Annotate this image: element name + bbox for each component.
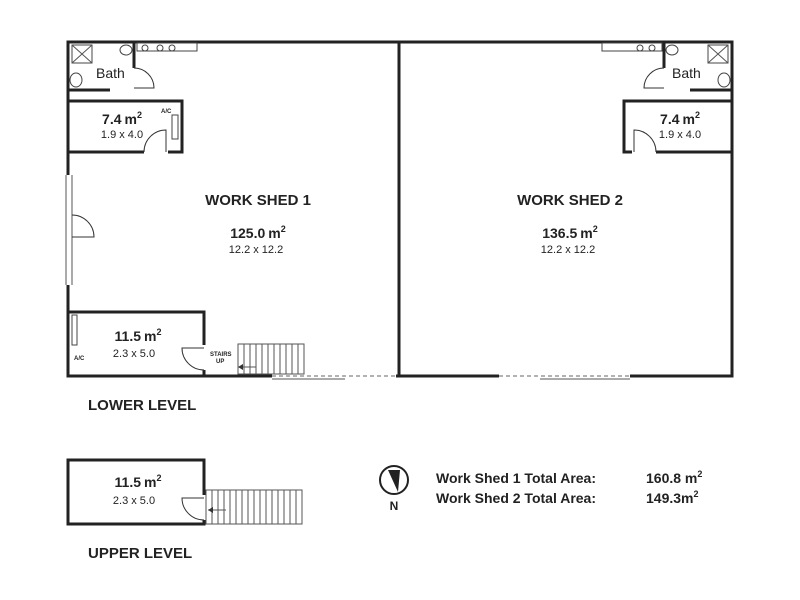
- north-arrow: N: [379, 465, 409, 513]
- shed1-bath-label: Bath: [96, 65, 125, 81]
- upper-level-label: UPPER LEVEL: [88, 545, 192, 562]
- sink-icon: [119, 44, 133, 56]
- stairs-lower: STAIRS UP: [210, 343, 305, 375]
- ac-label-top: A/C: [161, 109, 172, 115]
- stairs-upper: [205, 489, 303, 525]
- total-value-2: 149.3m2: [646, 489, 699, 506]
- side-door-arc: [71, 214, 95, 238]
- ac-label-bottom: A/C: [74, 356, 85, 362]
- shed1-title: WORK SHED 1: [205, 192, 311, 209]
- toilet-icon: [69, 72, 83, 88]
- stairs-label-line2: UP: [216, 359, 224, 365]
- shed2-bath-label: Bath: [672, 65, 701, 81]
- stairs-label-line1: STAIRS: [210, 352, 232, 358]
- ac-unit-icon: [71, 314, 78, 346]
- compass-label: N: [390, 499, 399, 513]
- shed2-bath: Bath: [643, 42, 732, 92]
- shed1-kitchenette: [136, 42, 198, 52]
- total-value-1: 160.8 m2: [646, 469, 702, 486]
- shed2-dims: 12.2 x 12.2: [541, 244, 595, 256]
- compass-icon: [379, 465, 409, 495]
- lower-level-label: LOWER LEVEL: [88, 397, 196, 414]
- shed1-office-bottom-dims: 2.3 x 5.0: [113, 348, 155, 360]
- toilet-icon: [717, 72, 731, 88]
- shed2-office-top-dims: 1.9 x 4.0: [659, 129, 701, 141]
- shed1-office-top-dims: 1.9 x 4.0: [101, 129, 143, 141]
- shed2-kitchenette: [601, 42, 663, 52]
- shed1-dims: 12.2 x 12.2: [229, 244, 283, 256]
- shed2-title: WORK SHED 2: [517, 192, 623, 209]
- sink-icon: [665, 44, 679, 56]
- total-label-2: Work Shed 2 Total Area:: [436, 490, 596, 506]
- total-label-1: Work Shed 1 Total Area:: [436, 470, 596, 486]
- totals-block: Work Shed 1 Total Area: 160.8 m2 Work Sh…: [436, 469, 702, 506]
- shed1-bath: Bath: [68, 42, 155, 92]
- upper-room-outline: [66, 458, 206, 526]
- upper-room-dims: 2.3 x 5.0: [113, 495, 155, 507]
- ac-unit-icon: [171, 114, 179, 140]
- compass-needle-icon: [388, 470, 400, 492]
